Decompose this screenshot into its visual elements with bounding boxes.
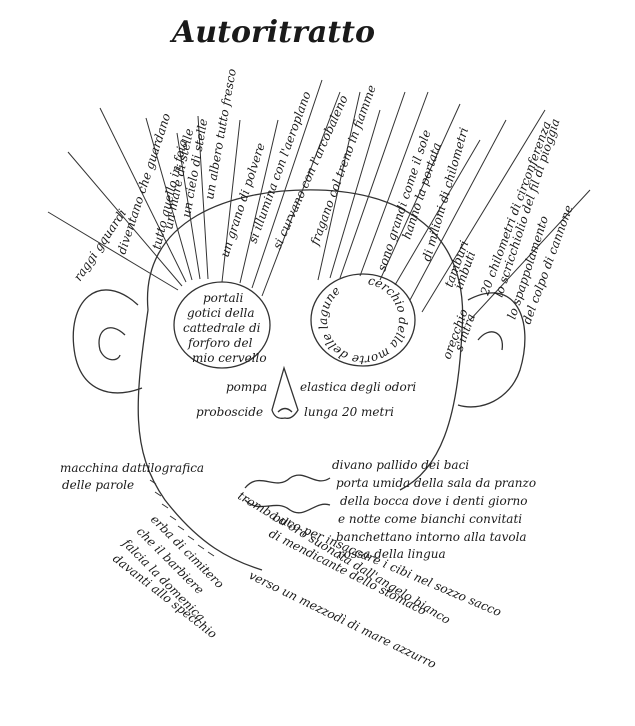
nose-nostril <box>277 407 293 413</box>
mouth-text: banchettano intorno alla tavola <box>336 530 527 544</box>
right-eye-text: cerchio della morte delle lagune <box>316 273 410 367</box>
right-ear-inner <box>477 331 503 351</box>
left-eye-text: portali <box>203 291 243 305</box>
mouth-bottom <box>244 499 331 514</box>
mouth-text: divano pallido dei baci <box>332 458 469 472</box>
beard-hatching <box>149 479 215 557</box>
mouth-text: rossa della lingua <box>338 547 446 561</box>
left-ear <box>72 289 143 394</box>
nose-text: proboscide <box>196 405 263 419</box>
right-ear <box>457 292 526 408</box>
left-eye-text: gotici della <box>187 306 255 320</box>
nose-shape <box>271 365 299 419</box>
left-eye-text: forforo del <box>187 336 253 350</box>
poem-title: Autoritratto <box>169 15 375 50</box>
nose-text: lunga 20 metri <box>304 405 394 419</box>
typewriter-text: delle parole <box>62 478 134 492</box>
left-ear-inner <box>98 327 126 361</box>
nose-text: pompa <box>226 380 267 394</box>
mouth-text: e notte come bianchi convitati <box>338 512 522 526</box>
typewriter-text: macchina dattilografica <box>60 461 204 475</box>
mouth-top <box>244 474 331 489</box>
hair-rays <box>47 79 591 321</box>
right-eye <box>310 273 416 367</box>
nose-text: elastica degli odori <box>300 380 416 394</box>
left-eye-text: cattedrale di <box>183 321 261 335</box>
chin-text: verso un mezzodì di mare azzurro <box>247 568 439 671</box>
face-outline <box>137 189 464 571</box>
mouth-text: della bocca dove i denti giorno <box>340 494 527 508</box>
left-eye-text: mio cervello <box>192 351 267 365</box>
mouth-text: porta umida della sala da pranzo <box>336 476 536 490</box>
